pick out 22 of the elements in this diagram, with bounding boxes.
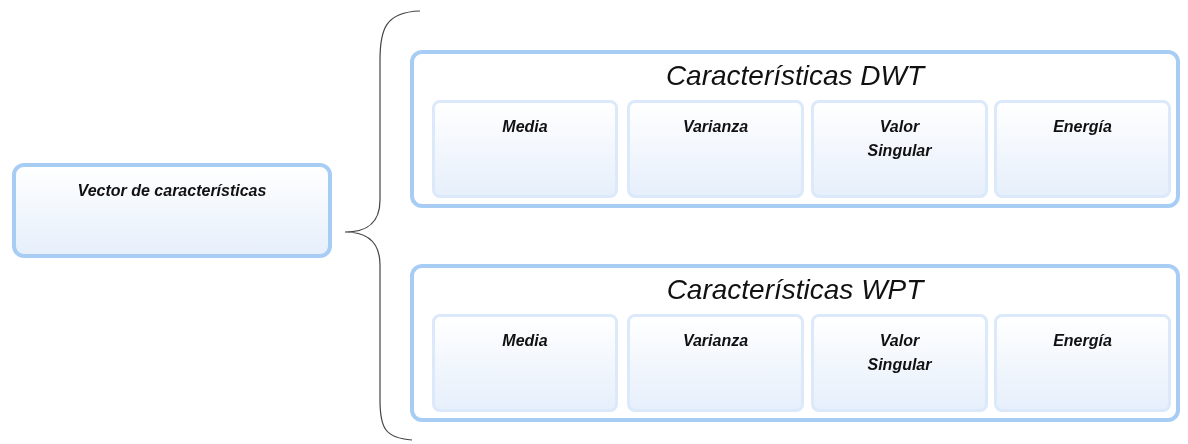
feature-box: [627, 100, 804, 198]
group-title: Características WPT: [665, 274, 926, 306]
feature-label: Energía: [1052, 331, 1113, 351]
group-title: Características DWT: [664, 60, 927, 92]
feature-label: Valor Singular: [866, 117, 933, 161]
feature-label: Media: [501, 331, 549, 351]
group-panel: [410, 50, 1180, 208]
feature-box: [811, 100, 988, 198]
feature-box: [627, 314, 804, 412]
feature-box: [432, 100, 618, 198]
feature-box: [994, 314, 1171, 412]
feature-box: [994, 100, 1171, 198]
feature-label: Valor Singular: [866, 331, 933, 375]
feature-label: Vector de características: [76, 181, 268, 201]
feature-label: Media: [501, 117, 549, 137]
feature-box: [432, 314, 618, 412]
group-panel: [410, 264, 1180, 422]
feature-label: Varianza: [681, 117, 750, 137]
feature-box: [12, 163, 332, 258]
feature-label: Energía: [1052, 117, 1113, 137]
feature-label: Varianza: [681, 331, 750, 351]
feature-box: [811, 314, 988, 412]
